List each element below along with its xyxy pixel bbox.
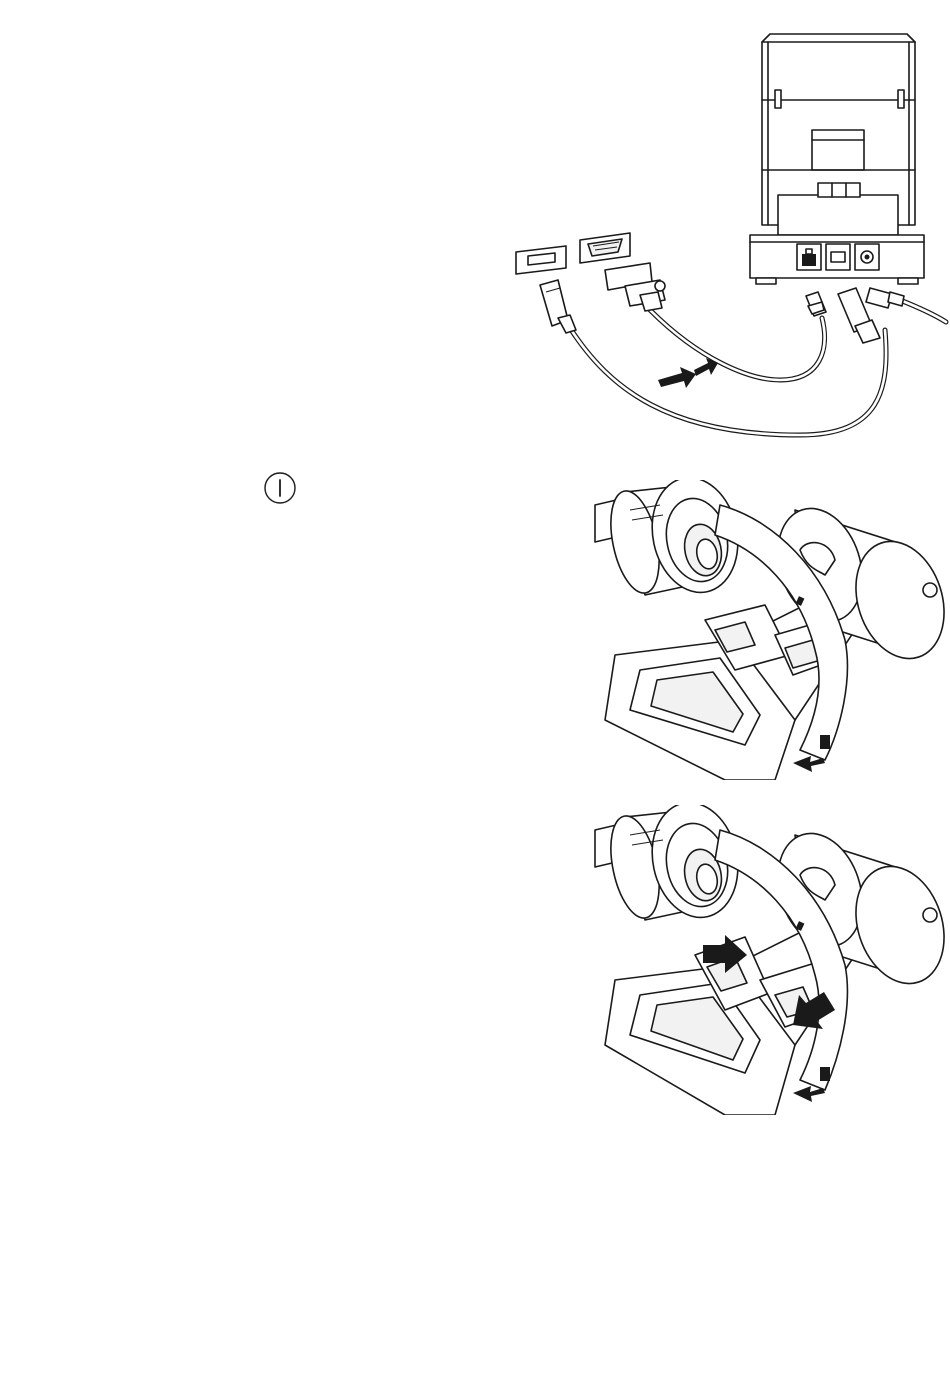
power-symbol-icon xyxy=(262,470,298,506)
dc-power-port-icon xyxy=(855,244,879,270)
rj11-port-icon xyxy=(797,244,821,270)
usb-b-port-icon xyxy=(826,244,850,270)
cable-rj11 xyxy=(806,292,826,316)
printer-rear-view xyxy=(750,34,924,284)
figure-close-guides xyxy=(585,805,945,1115)
serial-port-icon xyxy=(580,233,630,263)
connect-arrows-icon xyxy=(658,358,718,388)
usb-port-icon xyxy=(516,246,566,274)
cable-power xyxy=(866,288,946,322)
paper-roll-icon xyxy=(595,480,748,600)
figure-load-roll xyxy=(585,480,945,780)
figure-connect-cables xyxy=(500,30,950,455)
paper-roll-icon xyxy=(595,805,748,925)
